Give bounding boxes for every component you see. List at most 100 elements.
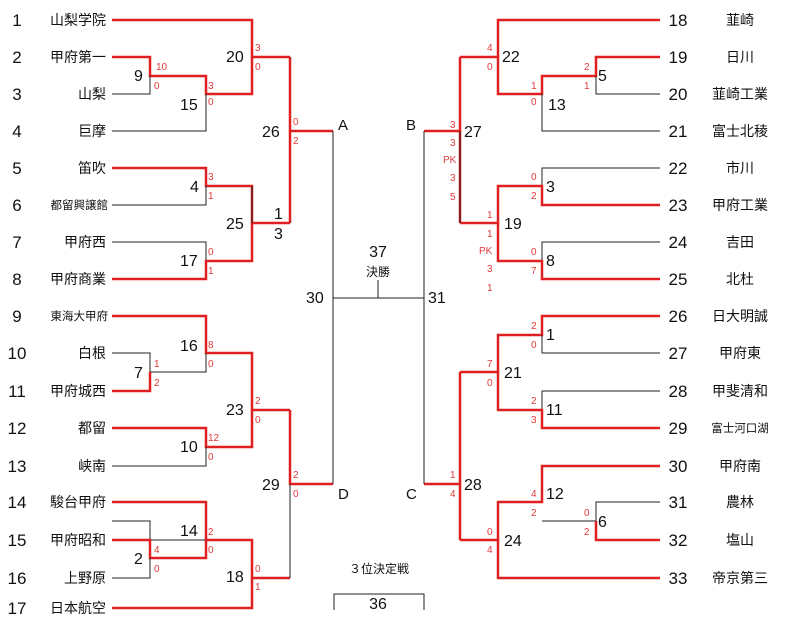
team-number: 7: [12, 233, 21, 252]
match-number: 23: [226, 402, 244, 419]
score: 0: [487, 527, 493, 538]
score: 4: [487, 43, 493, 54]
third-place-bracket: [333, 593, 425, 610]
team-number: 10: [8, 344, 27, 363]
team-name: 農林: [726, 495, 754, 511]
match-number: 2: [134, 551, 143, 568]
team-name: 甲府西: [64, 235, 106, 251]
team-name: 都留興譲館: [51, 198, 109, 212]
label-b: B: [406, 117, 416, 134]
team-name: 日本航空: [50, 601, 106, 617]
team-number: 18: [669, 11, 688, 30]
score: 0: [208, 452, 214, 463]
match-number: 14: [180, 523, 198, 540]
score: 1: [208, 266, 214, 277]
team-name: 韮崎工業: [712, 87, 768, 103]
match-number: 18: [226, 569, 244, 586]
match-number: 4: [190, 179, 199, 196]
score: 10: [156, 62, 168, 73]
team-number: 31: [669, 493, 688, 512]
label-a: A: [338, 117, 348, 134]
score: 0: [255, 564, 261, 575]
score: 0: [208, 97, 214, 108]
team-number: 15: [8, 531, 27, 550]
team-number: 33: [669, 569, 688, 588]
match-number: 37: [369, 244, 387, 261]
team-name: 山梨学院: [50, 13, 106, 29]
score: 0: [487, 62, 493, 73]
score: 0: [531, 97, 537, 108]
score: 2: [531, 508, 537, 519]
team-number: 1: [12, 11, 21, 30]
score: 0: [293, 489, 299, 500]
team-name: 巨摩: [78, 123, 106, 140]
match-number: 29: [262, 477, 280, 494]
match-number: 24: [504, 533, 522, 550]
team-number: 11: [8, 382, 26, 401]
team-number: 9: [12, 307, 21, 326]
score: PK: [443, 155, 457, 166]
score: 1: [487, 210, 493, 221]
team-name: 韮崎: [726, 13, 754, 29]
score: 4: [154, 545, 160, 556]
team-number: 24: [669, 233, 688, 252]
scores: 10 0 3 0 3 0 3 1 0 1 0 2 1 2 8 0 12 0 2 …: [154, 43, 590, 593]
team-number: 28: [669, 382, 688, 401]
score: 4: [487, 545, 493, 556]
score: 5: [450, 192, 456, 203]
team-name: 甲府昭和: [50, 533, 106, 549]
team-name: 甲府城西: [50, 384, 106, 400]
score: PK: [479, 246, 493, 257]
score: 4: [531, 489, 537, 500]
match-number: 1: [546, 327, 555, 344]
score: 2: [208, 527, 214, 538]
team-number: 20: [669, 85, 688, 104]
team-number: 6: [12, 196, 21, 215]
team-number: 26: [669, 307, 688, 326]
score: 1: [208, 191, 214, 202]
match-number: 28: [464, 477, 482, 494]
team-name: 北杜: [726, 272, 754, 288]
score: 1: [487, 283, 493, 294]
score: 7: [531, 266, 537, 277]
team-number: 22: [669, 159, 688, 178]
team-name: 富士北稜: [712, 123, 768, 140]
team-name: 帝京第三: [712, 570, 768, 587]
team-name: 峡南: [78, 459, 106, 475]
team-number: 32: [669, 531, 688, 550]
team-number: 25: [669, 270, 688, 289]
score: 12: [208, 433, 220, 444]
score: 3: [208, 172, 214, 183]
match-number: 19: [504, 216, 522, 233]
score: 1: [487, 229, 493, 240]
match-number: 6: [598, 514, 607, 531]
team-number: 27: [669, 344, 688, 363]
match-number: 8: [546, 253, 555, 270]
score: 3: [255, 43, 261, 54]
team-name: 富士河口湖: [711, 421, 769, 435]
score: 0: [154, 564, 160, 575]
score: 0: [208, 545, 214, 556]
team-number: 5: [12, 159, 21, 178]
team-number: 16: [8, 569, 27, 588]
score: 2: [293, 136, 299, 147]
score: 8: [208, 340, 214, 351]
score: 2: [531, 396, 537, 407]
team-number: 8: [12, 270, 21, 289]
team-name: 市川: [726, 160, 754, 177]
team-name: 甲府第一: [50, 49, 106, 66]
label-c: C: [406, 486, 417, 503]
team-name: 日大明誠: [712, 309, 768, 325]
final-caption: 決勝: [366, 264, 390, 279]
match-number: 13: [548, 97, 566, 114]
label-d: D: [338, 486, 349, 503]
score: 0: [255, 62, 261, 73]
score: 0: [154, 81, 160, 92]
match-number: 16: [180, 338, 198, 355]
score: 1: [450, 470, 456, 481]
right-bracket-lines: [423, 18, 660, 580]
match-number: 30: [306, 290, 324, 307]
team-name: 吉田: [726, 235, 754, 251]
team-number: 29: [669, 419, 688, 438]
